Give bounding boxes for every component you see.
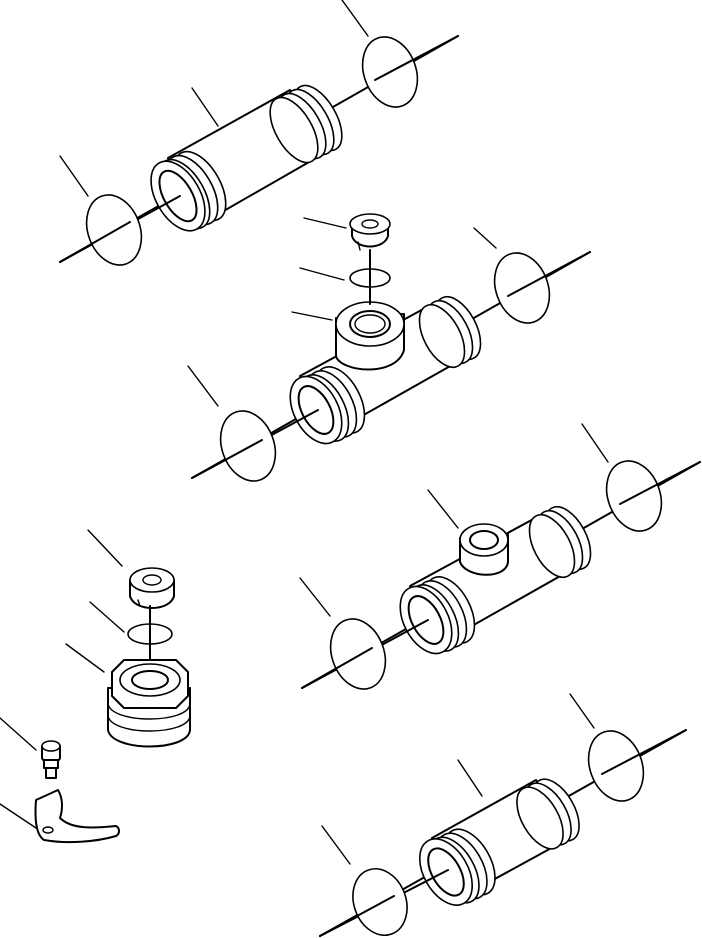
leader-line (0, 717, 37, 751)
leader-line (191, 87, 219, 127)
leader-line (299, 267, 345, 281)
leader-line (187, 365, 219, 407)
boss-top (459, 523, 509, 557)
boss-top (335, 301, 405, 347)
leader-line (473, 227, 497, 249)
o-ring-tee-left (187, 365, 277, 482)
o-ring-top-left (59, 155, 143, 266)
leader-line (0, 803, 37, 829)
boss-bore (349, 310, 391, 338)
leader-line (299, 577, 331, 617)
plug-lower (87, 529, 175, 609)
o-ring-bottom-right (569, 693, 687, 802)
o-ring-lower-tee-right (581, 423, 701, 532)
straight-tube-top (59, 35, 459, 263)
boss-thread (354, 314, 386, 334)
tube-thread-ring (516, 786, 564, 850)
adapter-bore (131, 670, 169, 690)
bolt (0, 717, 61, 779)
tee-thread-ring (528, 514, 576, 578)
leader-line (87, 529, 123, 567)
tube-thread-ring (269, 96, 319, 164)
washer-lower (89, 601, 173, 667)
straight-tube-bottom (319, 729, 687, 937)
boss-bore (469, 530, 499, 550)
adapter-top (119, 663, 181, 697)
leader-line (303, 217, 347, 229)
tee-bore (297, 385, 335, 435)
leader-line (321, 825, 351, 865)
leader-line (59, 155, 89, 197)
leader-line (457, 759, 483, 797)
washer-upper (299, 249, 391, 305)
o-ring-tee-right (473, 227, 591, 324)
leader-line (341, 0, 369, 37)
leader-line (427, 489, 459, 529)
leader-line (581, 423, 609, 463)
tee-thread-ring (418, 304, 466, 368)
tee-bore (407, 595, 445, 645)
o-ring-top-right (341, 0, 459, 108)
tube-bore (427, 847, 465, 897)
leader-line (65, 643, 105, 673)
leader-line (569, 693, 595, 729)
o-ring-bottom-left (319, 825, 408, 937)
o-ring-lower-tee-left (299, 577, 387, 690)
plug-upper (303, 213, 391, 251)
leader-line (89, 601, 125, 633)
clamp-bracket (0, 789, 120, 844)
leader-line (291, 311, 333, 321)
hex-adapter (65, 643, 191, 748)
tee-fitting-upper (191, 251, 591, 479)
